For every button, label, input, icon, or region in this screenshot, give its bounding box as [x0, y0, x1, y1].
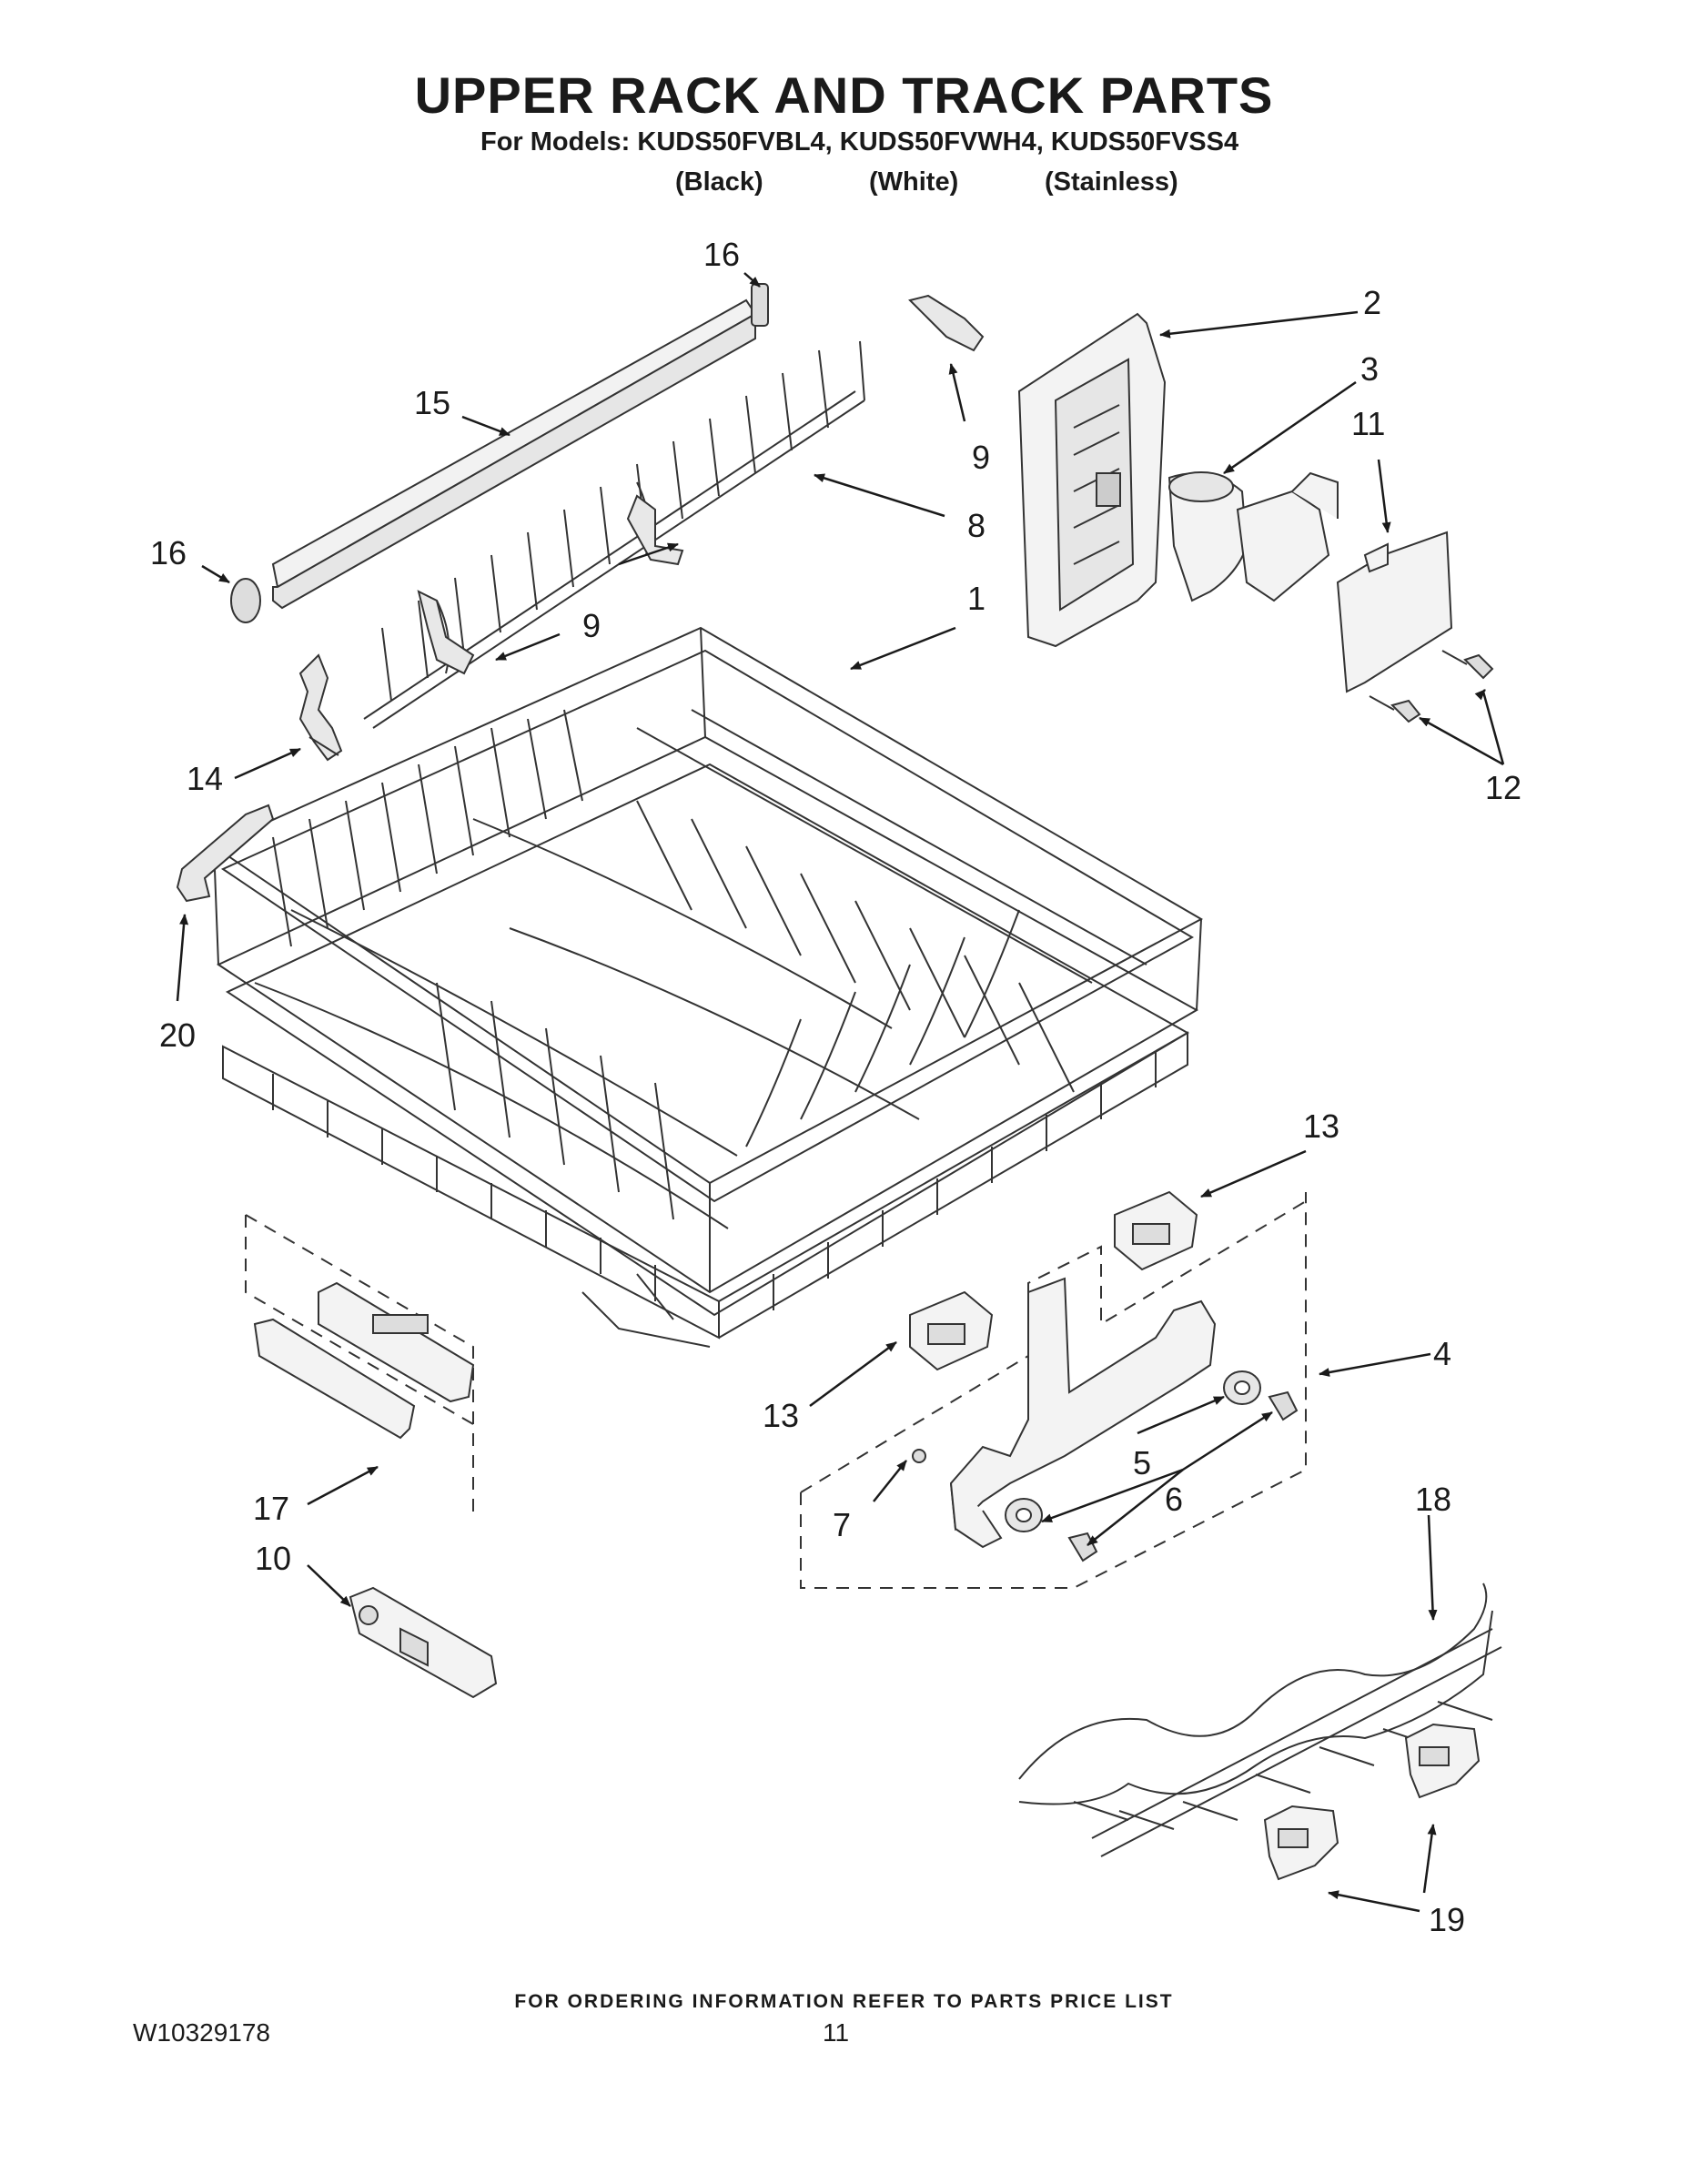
- variant-white: (White): [869, 167, 959, 197]
- end-cap-left: [230, 578, 261, 623]
- callout-10: 10: [255, 1540, 291, 1577]
- callout-13-left: 13: [763, 1397, 799, 1434]
- screw-upper: [1441, 650, 1494, 680]
- page-title: UPPER RACK AND TRACK PARTS: [414, 66, 1274, 124]
- side-rail: [271, 298, 757, 610]
- upper-rack: [211, 626, 1204, 1348]
- leader-lines: [176, 272, 1505, 1913]
- track-clip-left: [909, 1290, 994, 1371]
- callout-17: 17: [253, 1490, 289, 1527]
- callout-7: 7: [833, 1506, 851, 1543]
- clip-mid: [626, 494, 684, 566]
- callout-20: 20: [159, 1016, 196, 1054]
- callout-2: 2: [1363, 284, 1381, 321]
- cover-plate: [1336, 531, 1453, 693]
- adjuster-housing: [1017, 312, 1167, 648]
- callout-15: 15: [414, 384, 450, 421]
- adjuster-mechanism: [349, 1586, 498, 1699]
- track-clip-right: [1114, 1190, 1198, 1271]
- callout-1: 1: [967, 580, 986, 617]
- callout-13-right: 13: [1303, 1107, 1339, 1145]
- models-line: For Models: KUDS50FVBL4, KUDS50FVWH4, KU…: [480, 127, 1239, 157]
- ordering-note: FOR ORDERING INFORMATION REFER TO PARTS …: [514, 1991, 1174, 2012]
- end-cap-top: [751, 283, 769, 327]
- callout-6: 6: [1165, 1481, 1183, 1518]
- callout-8: 8: [967, 507, 986, 544]
- callout-18: 18: [1415, 1481, 1451, 1518]
- callout-5: 5: [1133, 1444, 1151, 1481]
- callout-12: 12: [1485, 769, 1521, 806]
- callout-16-left: 16: [150, 534, 187, 571]
- screw-lower: [1369, 695, 1421, 723]
- callout-3: 3: [1360, 350, 1379, 388]
- callout-19: 19: [1429, 1901, 1465, 1938]
- axle-lower: [1067, 1532, 1098, 1562]
- lock-lever: [298, 653, 343, 762]
- callout-9-mid: 9: [582, 607, 601, 644]
- stop-lower: [1263, 1805, 1339, 1881]
- clip-top: [908, 294, 985, 352]
- roller-lower: [1005, 1498, 1043, 1532]
- variant-stainless: (Stainless): [1045, 167, 1178, 197]
- callout-14: 14: [187, 760, 223, 797]
- trim-kit-group: [245, 1214, 474, 1515]
- trim-piece-front: [253, 1318, 416, 1440]
- track-assembly-group: [800, 1192, 1307, 1589]
- callout-4: 4: [1433, 1335, 1451, 1372]
- trim-piece-back: [318, 1281, 475, 1403]
- adjuster-handle: [1167, 471, 1339, 602]
- stop-upper: [1404, 1723, 1481, 1799]
- heater-element: [1018, 1582, 1502, 1857]
- clip-left: [417, 590, 475, 675]
- small-screw: [912, 1449, 926, 1463]
- variant-black: (Black): [675, 167, 763, 197]
- callout-11: 11: [1351, 405, 1385, 442]
- page-number: 11: [823, 2018, 850, 2047]
- roller-upper: [1223, 1370, 1261, 1405]
- upper-rack-tines: [272, 709, 1075, 1220]
- callout-9-top: 9: [972, 439, 990, 476]
- track-bracket: [949, 1277, 1217, 1549]
- rack-latch: [176, 804, 275, 903]
- axle-upper: [1268, 1390, 1299, 1421]
- callout-16-top: 16: [703, 236, 740, 273]
- document-number: W10329178: [133, 2018, 271, 2047]
